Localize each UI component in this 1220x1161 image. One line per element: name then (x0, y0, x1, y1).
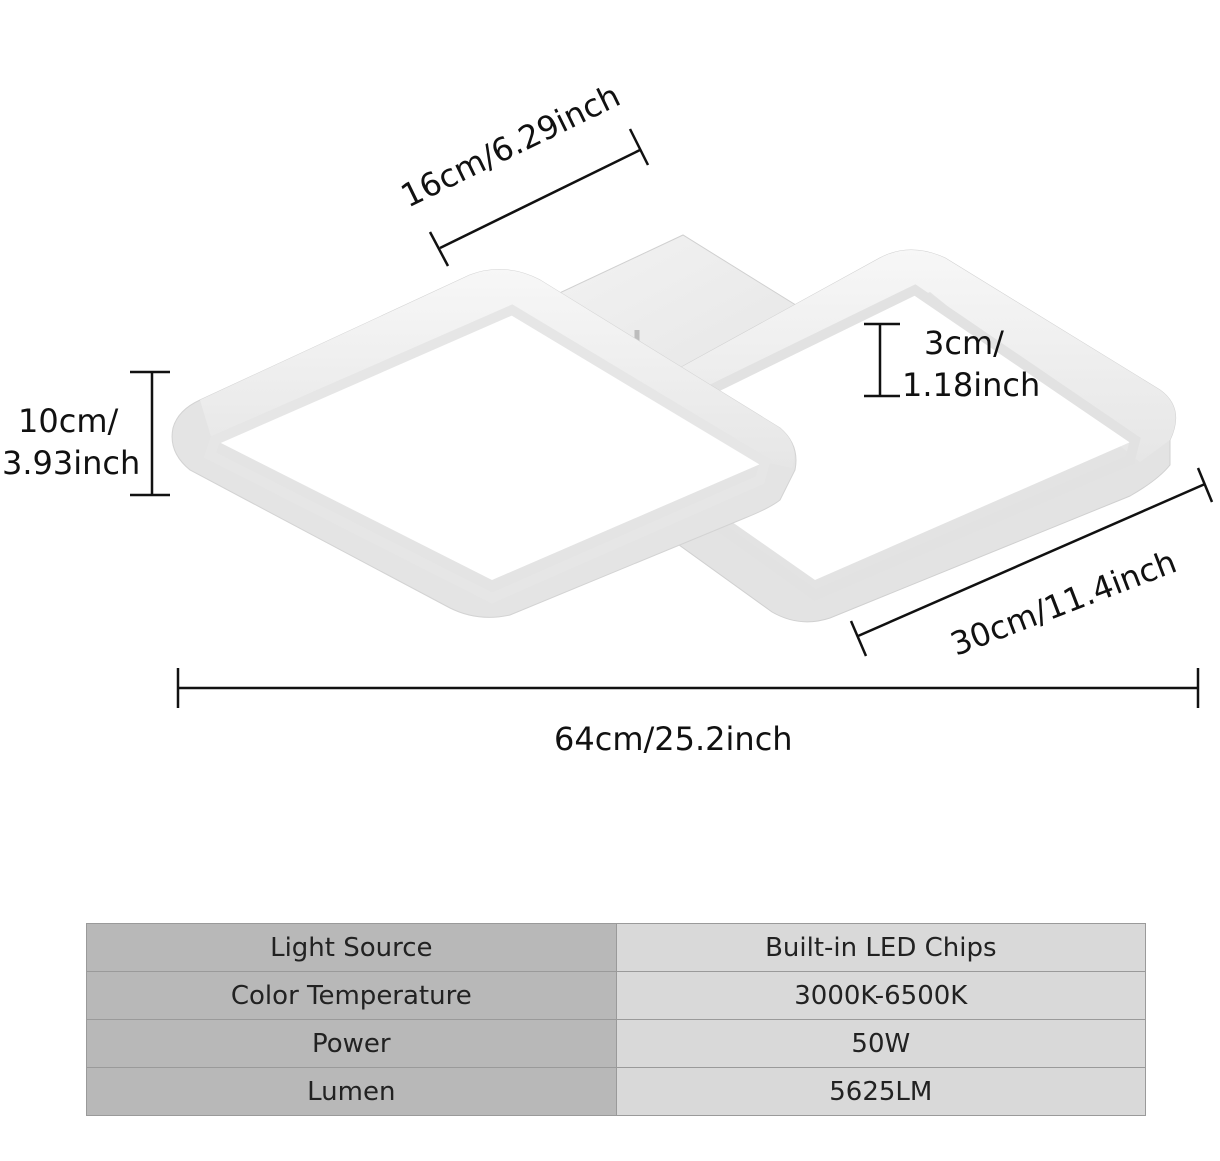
lamp-dimension-diagram: 16cm/6.29inch 10cm/ 3.93inch 3cm/ 1.18in… (2, 76, 1214, 758)
table-row: Color Temperature 3000K-6500K (86, 971, 1147, 1020)
depth-label: 16cm/6.29inch (395, 76, 626, 215)
table-row: Power 50W (86, 1019, 1147, 1068)
base-height-dimension: 3cm/ 1.18inch (864, 322, 1040, 404)
table-row: Light Source Built-in LED Chips (86, 923, 1147, 972)
height-dimension: 10cm/ 3.93inch (2, 370, 170, 497)
depth-dimension: 16cm/6.29inch (395, 76, 650, 267)
table-row: Lumen 5625LM (86, 1067, 1147, 1116)
left-square-ring (171, 269, 797, 618)
specification-table: Light Source Built-in LED Chips Color Te… (86, 923, 1147, 1116)
base-height-label-line1: 3cm/ (924, 324, 1004, 362)
spec-value: Built-in LED Chips (615, 923, 1147, 972)
base-height-label-line2: 1.18inch (902, 366, 1040, 404)
spec-label: Color Temperature (86, 971, 617, 1020)
spec-value: 3000K-6500K (615, 971, 1147, 1020)
total-length-dimension: 64cm/25.2inch (176, 668, 1200, 758)
total-length-label: 64cm/25.2inch (554, 720, 793, 758)
spec-value: 5625LM (615, 1067, 1147, 1116)
height-label-line1: 10cm/ (18, 402, 118, 440)
height-label-line2: 3.93inch (2, 444, 140, 482)
spec-label: Light Source (86, 923, 617, 972)
spec-value: 50W (615, 1019, 1147, 1068)
spec-label: Power (86, 1019, 617, 1068)
spec-label: Lumen (86, 1067, 617, 1116)
ring-width-label: 30cm/11.4inch (945, 542, 1181, 663)
